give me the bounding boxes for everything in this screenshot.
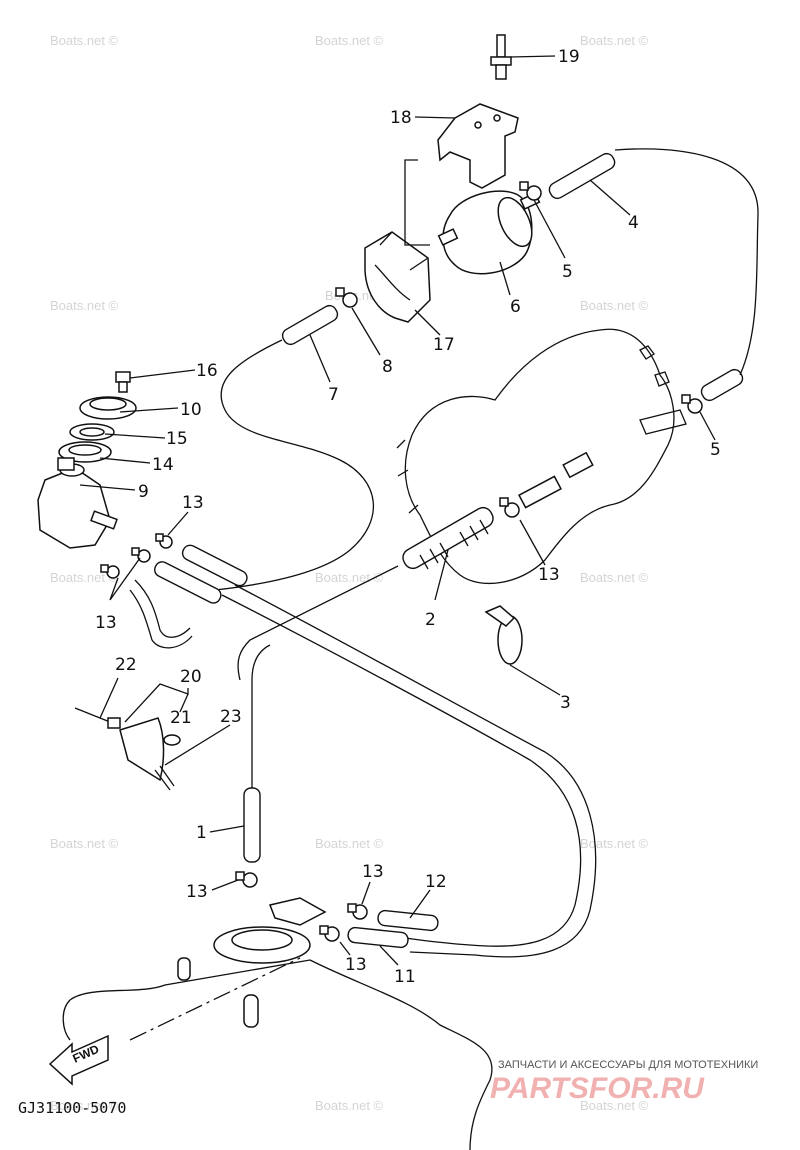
part-5-clamp-lower[interactable] [681, 394, 703, 414]
watermark-text: Boats.net © [50, 298, 119, 313]
watermark-text: Boats.net © [580, 33, 649, 48]
callout-10: 10 [180, 400, 202, 420]
watermark-text: Boats.net © [50, 570, 119, 585]
part-13-clamp-b[interactable] [131, 547, 151, 563]
watermark-text: Boats.net © [580, 1098, 649, 1113]
engine-block [396, 328, 687, 585]
callout-19: 19 [558, 47, 580, 67]
watermark-text: Boats.net © [580, 570, 649, 585]
callout-23: 23 [220, 707, 242, 727]
callout-7: 7 [328, 385, 339, 405]
part-13-clamp-bottom-low[interactable] [319, 925, 340, 942]
callout-14: 14 [152, 455, 174, 475]
part-9-pump-body[interactable] [37, 457, 118, 549]
callout-4: 4 [628, 213, 639, 233]
part-4-hose[interactable] [547, 151, 617, 201]
part-13-clamp-bottom-mid[interactable] [347, 903, 368, 920]
fuel-tank-fitting [177, 897, 327, 1028]
part-15-gasket[interactable] [69, 423, 115, 441]
watermark-text: Boats.net © [315, 570, 384, 585]
short-hose-lower[interactable] [152, 559, 223, 605]
part-22-pin[interactable] [74, 707, 121, 729]
callout-18: 18 [390, 108, 412, 128]
fwd-arrow-icon: FWD [48, 1034, 109, 1086]
leader-bracket [404, 159, 430, 246]
watermark-text: Boats.net © [50, 33, 119, 48]
callout-9: 9 [138, 482, 149, 502]
partsfor-logo: PARTSFOR.RU [490, 1072, 705, 1105]
short-hose-upper[interactable] [180, 543, 249, 588]
part-11-hose[interactable] [347, 926, 409, 949]
callout-16: 16 [196, 361, 218, 381]
callout-22: 22 [115, 655, 137, 675]
part-17-filter-holder[interactable] [364, 231, 431, 323]
leader-lines [79, 55, 716, 966]
callout-13-tank-top: 13 [362, 862, 384, 882]
callout-20: 20 [180, 667, 202, 687]
part-6-fuel-filter[interactable] [437, 190, 541, 275]
watermark-text: Boats.net © [580, 298, 649, 313]
hose-line-7 [214, 339, 374, 591]
watermark-text: Boats.net © [315, 33, 384, 48]
part-10-cover[interactable] [79, 396, 137, 420]
callout-3: 3 [560, 693, 571, 713]
part-3-clip[interactable] [484, 605, 523, 665]
callout-2: 2 [425, 610, 436, 630]
part-16-screw[interactable] [115, 371, 131, 393]
hose-11-long [221, 594, 582, 947]
callout-6: 6 [510, 297, 521, 317]
part-5-clamp-upper[interactable] [519, 181, 542, 201]
part-13-clamp-a[interactable] [155, 533, 173, 549]
callout-21: 21 [170, 708, 192, 728]
callout-1: 1 [196, 823, 207, 843]
part-23-tie[interactable] [154, 765, 175, 791]
part-13-clamp-engine[interactable] [499, 497, 520, 518]
part-20-strap[interactable] [119, 717, 165, 782]
callout-15: 15 [166, 429, 188, 449]
part-14-diaphragm[interactable] [58, 441, 112, 463]
callout-13-pump: 13 [182, 493, 204, 513]
part-19-bolt[interactable] [490, 34, 512, 80]
fuel-tank-outline [69, 959, 493, 1150]
callout-12: 12 [425, 872, 447, 892]
callout-13-engine: 13 [538, 565, 560, 585]
watermarks: Boats.net © Boats.net © Boats.net © Boat… [50, 33, 649, 1113]
part-12-hose[interactable] [377, 909, 439, 932]
callout-8: 8 [382, 357, 393, 377]
callout-13-tank-low: 13 [345, 955, 367, 975]
watermark-text: Boats.net © [315, 836, 384, 851]
partsfor-branding: ЗАПЧАСТИ И АКСЕССУАРЫ ДЛЯ МОТОТЕХНИКИ PA… [490, 1059, 758, 1105]
part-21-ring[interactable] [163, 734, 181, 746]
partsfor-tagline: ЗАПЧАСТИ И АКСЕССУАРЫ ДЛЯ МОТОТЕХНИКИ [498, 1059, 758, 1071]
watermark-text: Boats.net © [50, 836, 119, 851]
callout-13-tank-left: 13 [186, 882, 208, 902]
watermark-text: Boats.net © [50, 1098, 119, 1113]
part-13-clamp-c[interactable] [100, 564, 120, 579]
callout-17: 17 [433, 335, 455, 355]
hose-bend [134, 579, 191, 638]
part-1-hose[interactable] [243, 787, 261, 863]
part-4-hose-end[interactable] [699, 367, 745, 403]
callout-5: 5 [562, 262, 573, 282]
callout-13-pump-lower: 13 [95, 613, 117, 633]
hose-line-1 [251, 644, 271, 788]
hose-line-2 [237, 565, 399, 681]
part-7-hose[interactable] [280, 303, 340, 347]
watermark-text: Boats.net © [315, 1098, 384, 1113]
callout-11: 11 [394, 967, 416, 987]
part-2-hose[interactable] [400, 504, 497, 571]
diagram-code: GJ31100-5070 [18, 1099, 126, 1117]
part-18-bracket[interactable] [437, 103, 519, 189]
part-8-clamp[interactable] [335, 287, 358, 308]
watermark-text: Boats.net © [580, 836, 649, 851]
callout-5-engine: 5 [710, 440, 721, 460]
part-13-clamp-bottom-left[interactable] [235, 871, 258, 888]
hose-line-4 [614, 148, 759, 376]
callouts: 19 18 4 5 6 17 8 7 16 10 15 14 9 13 13 1… [95, 47, 721, 987]
